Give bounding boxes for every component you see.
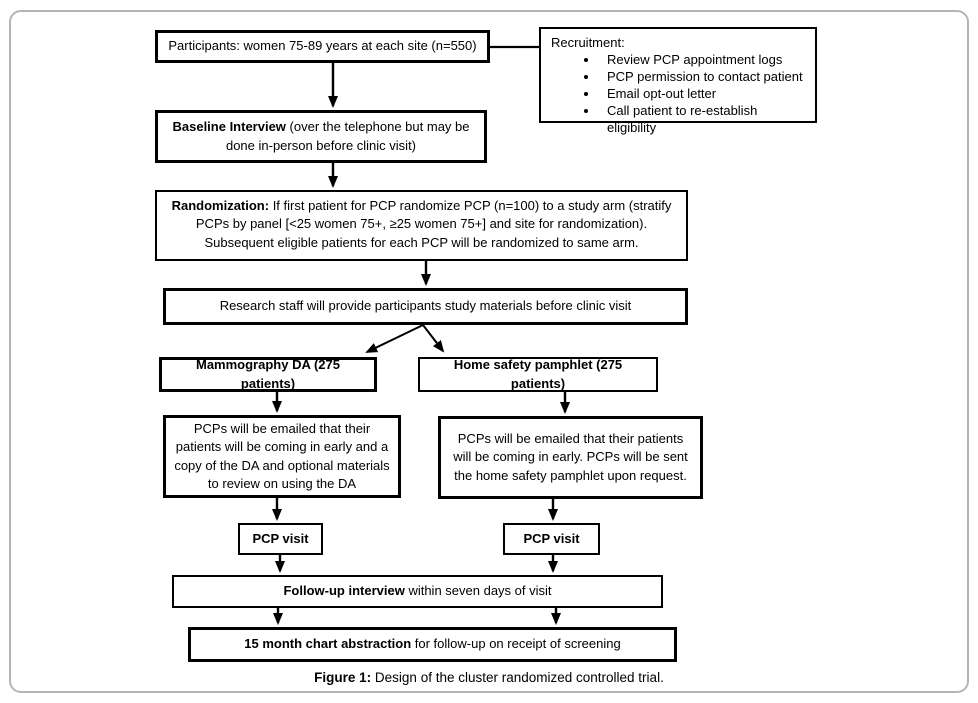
randomization-rest: If first patient for PCP randomize PCP (…	[195, 198, 672, 250]
followup-bold: Follow-up interview	[283, 583, 405, 599]
randomization-bold: Randomization:	[171, 198, 270, 213]
figure-caption: Figure 1: Design of the cluster randomiz…	[0, 670, 978, 685]
box-participants: Participants: women 75-89 years at each …	[155, 30, 490, 63]
baseline-bold: Baseline Interview	[172, 119, 286, 135]
chart-abstraction-text: 15 month chart abstraction for follow-up…	[244, 635, 620, 653]
box-research-staff: Research staff will provide participants…	[163, 288, 688, 325]
pcp-visit-right-text: PCP visit	[523, 530, 580, 546]
box-randomization: Randomization: If first patient for PCP …	[155, 190, 688, 261]
box-pcp-visit-right: PCP visit	[503, 523, 600, 555]
baseline-text: Baseline Interview (over the telephone b…	[164, 118, 478, 155]
box-pcp-email-pamphlet: PCPs will be emailed that their patients…	[438, 416, 703, 499]
recruitment-item: PCP permission to contact patient	[599, 68, 807, 85]
randomization-text: Randomization: If first patient for PCP …	[163, 197, 680, 252]
figure-caption-label: Figure 1:	[314, 670, 372, 685]
recruitment-item: Review PCP appointment logs	[599, 51, 807, 68]
recruitment-item: Email opt-out letter	[599, 85, 807, 102]
recruitment-title: Recruitment:	[551, 35, 625, 50]
pcp-visit-left-text: PCP visit	[252, 530, 309, 546]
figure-caption-text: Design of the cluster randomized control…	[371, 670, 664, 685]
box-home-safety-arm: Home safety pamphlet (275 patients)	[418, 357, 658, 392]
mammography-arm-text: Mammography DA (275 patients)	[196, 357, 340, 391]
followup-text: Follow-up interview within seven days of…	[283, 582, 551, 600]
chart-abstraction-bold: 15 month chart abstraction	[244, 636, 412, 652]
box-mammography-arm: Mammography DA (275 patients)	[159, 357, 377, 392]
home-safety-arm-text: Home safety pamphlet (275 patients)	[453, 357, 623, 391]
chart-abstraction-rest: for follow-up on receipt of screening	[411, 636, 621, 652]
box-followup-interview: Follow-up interview within seven days of…	[172, 575, 663, 608]
box-pcp-visit-left: PCP visit	[238, 523, 323, 555]
recruitment-list: Review PCP appointment logs PCP permissi…	[551, 51, 807, 136]
pcp-email-pamphlet-text: PCPs will be emailed that their patients…	[453, 430, 688, 483]
box-chart-abstraction: 15 month chart abstraction for follow-up…	[188, 627, 677, 662]
box-pcp-email-da: PCPs will be emailed that their patients…	[163, 415, 401, 498]
box-baseline-interview: Baseline Interview (over the telephone b…	[155, 110, 487, 163]
recruitment-item: Call patient to re-establish eligibility	[599, 102, 807, 136]
followup-rest: within seven days of visit	[404, 583, 552, 599]
baseline-rest: (over the telephone but may be done in-p…	[225, 119, 470, 153]
research-staff-text: Research staff will provide participants…	[219, 298, 632, 314]
box-recruitment: Recruitment: Review PCP appointment logs…	[539, 27, 817, 135]
participants-text: Participants: women 75-89 years at each …	[168, 38, 477, 54]
pcp-email-da-text: PCPs will be emailed that their patients…	[174, 420, 390, 491]
